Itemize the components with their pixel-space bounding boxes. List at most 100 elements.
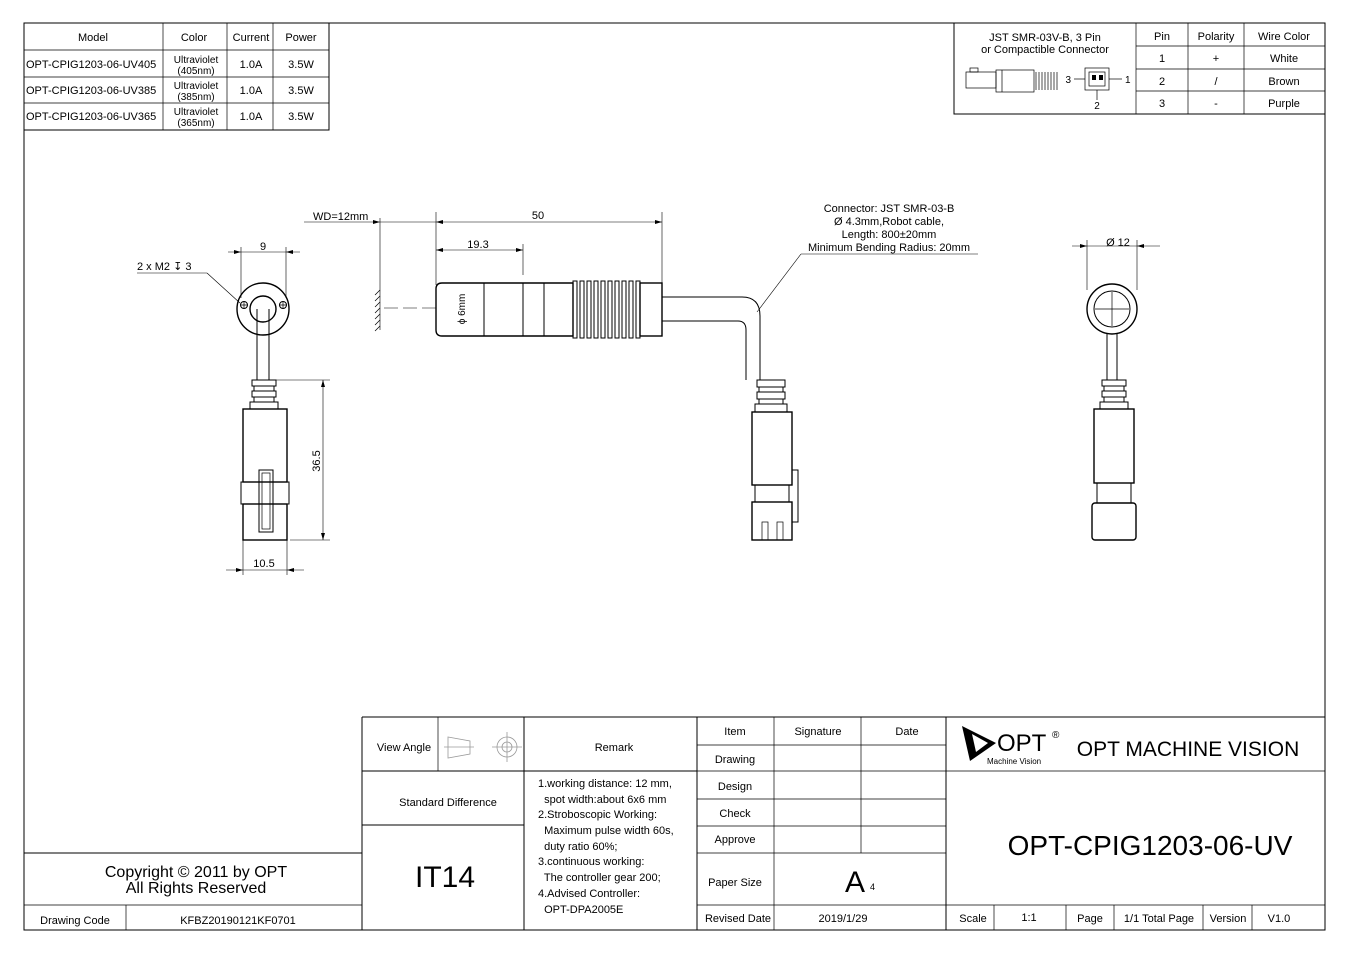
power-cell: 3.5W — [288, 59, 314, 71]
polarity-cell: - — [1214, 98, 1218, 110]
approve-label: Approve — [715, 834, 756, 846]
scale-label: Scale — [959, 913, 987, 925]
left-view: 9 2 x M2 ↧ 3 36.5 — [137, 241, 330, 575]
pin-label: 2 — [1094, 101, 1100, 112]
opt-logo: OPT ® Machine Vision — [962, 726, 1060, 766]
model-cell: OPT-CPIG1203-06-UV365 — [26, 111, 156, 123]
pin-cell: 1 — [1159, 53, 1165, 65]
connector-title: JST SMR-03V-B, 3 Pin — [989, 32, 1101, 44]
remark-label: Remark — [595, 742, 634, 754]
connector-icon — [965, 67, 1122, 100]
company-name: OPT MACHINE VISION — [1077, 738, 1299, 761]
view-angle-label: View Angle — [377, 742, 431, 754]
dim-width-10-5: 10.5 — [253, 558, 274, 570]
remark-list: 1.working distance: 12 mm, spot width:ab… — [538, 778, 674, 916]
color-cell: Ultraviolet — [174, 107, 219, 118]
model-cell: OPT-CPIG1203-06-UV385 — [26, 85, 156, 97]
right-view: Ø 12 — [1072, 237, 1160, 541]
remark-line: 3.continuous working: — [538, 856, 644, 868]
wire-color-cell: Purple — [1268, 98, 1300, 110]
paper-size-label: Paper Size — [708, 877, 762, 889]
remark-line: OPT-DPA2005E — [538, 904, 623, 916]
date-label: Date — [895, 726, 918, 738]
projection-symbol-icon — [444, 732, 522, 762]
spot-diameter: ϕ 6mm — [457, 294, 468, 325]
signature-label: Signature — [794, 726, 841, 738]
wire-color-cell: Brown — [1268, 76, 1299, 88]
dim-width-9: 9 — [260, 241, 266, 253]
sheet-border — [23, 22, 1326, 931]
current-cell: 1.0A — [240, 59, 263, 71]
side-view: WD=12mm 50 19.3 ϕ 6mm — [304, 203, 978, 541]
dim-length-50: 50 — [532, 210, 544, 222]
page-value: 1/1 Total Page — [1124, 913, 1194, 925]
remark-line: Maximum pulse width 60s, — [538, 825, 674, 837]
model-header: Model — [78, 32, 108, 44]
current-cell: 1.0A — [240, 85, 263, 97]
registered-mark: ® — [1052, 730, 1060, 741]
power-cell: 3.5W — [288, 111, 314, 123]
scale-value: 1:1 — [1021, 912, 1036, 924]
remark-line: 1.working distance: 12 mm, — [538, 778, 672, 790]
drawing-label: Drawing — [715, 754, 755, 766]
title-block: View Angle Remark Standard Difference IT… — [24, 716, 1325, 930]
cable-note-diameter: Ø 4.3mm,Robot cable, — [834, 216, 944, 228]
paper-size-suffix: 4 — [870, 882, 875, 892]
page-label: Page — [1077, 913, 1103, 925]
part-number: OPT-CPIG1203-06-UV — [1008, 830, 1293, 861]
dim-wd: WD=12mm — [313, 211, 368, 223]
version-value: V1.0 — [1268, 913, 1291, 925]
wire-color-cell: White — [1270, 53, 1298, 65]
polarity-cell: / — [1214, 76, 1218, 88]
color-cell: Ultraviolet — [174, 55, 219, 66]
check-label: Check — [719, 808, 751, 820]
dim-height: 36.5 — [311, 450, 323, 471]
remark-line: 2.Stroboscopic Working: — [538, 809, 657, 821]
wire-color-header: Wire Color — [1258, 31, 1310, 43]
polarity-cell: + — [1213, 53, 1219, 65]
standard-difference-label: Standard Difference — [399, 797, 497, 809]
cable-note-length: Length: 800±20mm — [842, 229, 937, 241]
version-label: Version — [1210, 913, 1247, 925]
drawing-code-label: Drawing Code — [40, 915, 110, 927]
polarity-header: Polarity — [1198, 31, 1235, 43]
logo-wordmark: OPT — [997, 730, 1047, 757]
color-cell-wavelength: (405nm) — [177, 66, 214, 77]
remark-line: duty ratio 60%; — [538, 841, 618, 853]
pin-label: 1 — [1125, 75, 1131, 86]
tolerance-grade: IT14 — [415, 861, 475, 894]
model-cell: OPT-CPIG1203-06-UV405 — [26, 59, 156, 71]
current-cell: 1.0A — [240, 111, 263, 123]
connector-subtitle: or Compactible Connector — [981, 44, 1109, 56]
item-label: Item — [724, 726, 745, 738]
drawing-code-value: KFBZ20190121KF0701 — [180, 915, 296, 927]
pin-label: 3 — [1065, 75, 1071, 86]
design-label: Design — [718, 781, 752, 793]
copyright-line: Copyright © 2011 by OPT — [105, 864, 287, 881]
color-header: Color — [181, 32, 208, 44]
logo-tagline: Machine Vision — [987, 757, 1041, 766]
model-table: Model Color Current Power OPT-CPIG1203-0… — [23, 22, 330, 131]
revised-date-label: Revised Date — [705, 913, 771, 925]
pin-cell: 3 — [1159, 98, 1165, 110]
color-cell-wavelength: (385nm) — [177, 92, 214, 103]
connector-table: JST SMR-03V-B, 3 Pin or Compactible Conn… — [953, 22, 1326, 115]
color-cell: Ultraviolet — [174, 81, 219, 92]
remark-line: 4.Advised Controller: — [538, 888, 640, 900]
cable-note-bending: Minimum Bending Radius: 20mm — [808, 242, 970, 254]
rights-line: All Rights Reserved — [126, 880, 267, 897]
color-cell-wavelength: (365nm) — [177, 118, 214, 129]
dim-diameter-12: Ø 12 — [1106, 237, 1130, 249]
pin-cell: 2 — [1159, 76, 1165, 88]
cable-note-connector: Connector: JST SMR-03-B — [824, 203, 955, 215]
paper-size-value: A — [845, 866, 865, 899]
power-cell: 3.5W — [288, 85, 314, 97]
remark-line: The controller gear 200; — [538, 872, 661, 884]
pin-header: Pin — [1154, 31, 1170, 43]
dim-length-19-3: 19.3 — [467, 239, 488, 251]
current-header: Current — [233, 32, 270, 44]
screw-note: 2 x M2 ↧ 3 — [137, 261, 191, 273]
remark-line: spot width:about 6x6 mm — [538, 794, 666, 806]
power-header: Power — [285, 32, 317, 44]
